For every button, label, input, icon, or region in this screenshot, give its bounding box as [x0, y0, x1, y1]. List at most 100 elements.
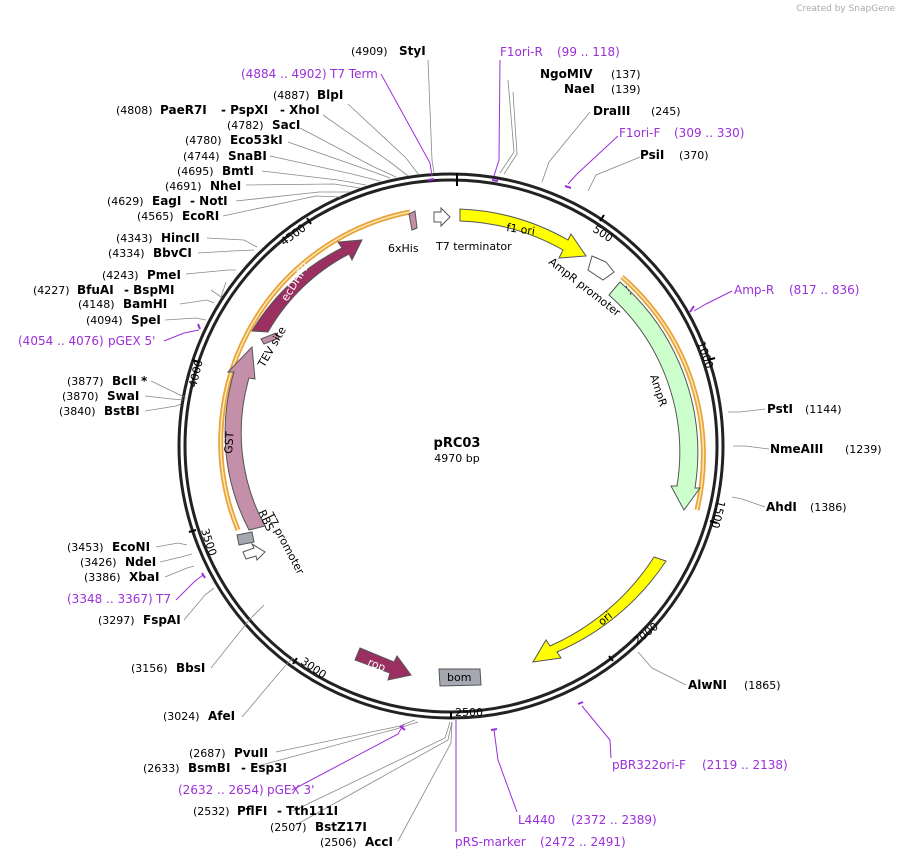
enzyme-saci[interactable]: SacI: [272, 118, 300, 132]
tick-1000: 1000: [694, 340, 716, 371]
primer-range-amp-r: (817 .. 836): [789, 283, 859, 297]
enzyme-psii[interactable]: PsiI: [640, 148, 664, 162]
ampr-promoter-feature[interactable]: [587, 255, 615, 281]
enzyme-hincii[interactable]: HincII: [161, 231, 200, 245]
enzyme-nhei[interactable]: NheI: [210, 179, 241, 193]
primer-range-pgex-3: (2632 .. 2654): [178, 783, 264, 797]
enzyme-esp3i[interactable]: - Esp3I: [241, 761, 287, 775]
enzyme-bbsi[interactable]: BbsI: [176, 661, 205, 675]
enzyme-pos-fspai: (3297): [98, 614, 135, 627]
enzyme-econi[interactable]: EcoNI: [112, 540, 150, 554]
primer-t7-term[interactable]: T7 Term: [329, 67, 378, 81]
enzyme-bstbi[interactable]: BstBI: [104, 404, 140, 418]
enzyme-pos-bstz17i: (2507): [270, 821, 307, 834]
enzyme-ngomiv[interactable]: NgoMIV: [540, 67, 593, 81]
enzyme-pos-bbsi: (3156): [131, 662, 168, 675]
primer-t7[interactable]: T7: [155, 592, 171, 606]
enzyme-blpi[interactable]: BlpI: [317, 88, 343, 102]
enzyme-pflfi[interactable]: PflFI: [237, 804, 267, 818]
enzyme-spei[interactable]: SpeI: [131, 313, 161, 327]
primer-pbr322ori-f[interactable]: pBR322ori-F: [612, 758, 686, 772]
enzyme-ahdi[interactable]: AhdI: [766, 500, 797, 514]
primer-range-pgex-5: (4054 .. 4076): [18, 334, 104, 348]
enzyme-pvuii[interactable]: PvuII: [234, 746, 268, 760]
primer-l4440[interactable]: L4440: [518, 813, 555, 827]
enzyme-bsmbi[interactable]: BsmBI: [188, 761, 230, 775]
enzyme-bspmi[interactable]: - BspMI: [124, 283, 174, 297]
enzyme-pos-hincii: (4343): [116, 232, 153, 245]
enzyme-draiii[interactable]: DraIII: [593, 104, 630, 118]
enzyme-styi[interactable]: StyI: [399, 44, 426, 58]
enzyme-fspai[interactable]: FspAI: [143, 613, 181, 627]
enzyme-pspxi[interactable]: - PspXI: [221, 103, 268, 117]
primer-f1ori-r[interactable]: F1ori-R: [500, 45, 543, 59]
enzyme-pos-saci: (4782): [227, 119, 264, 132]
enzyme-pos-blpi: (4887): [273, 89, 310, 102]
rop-label: rop: [366, 656, 388, 675]
primer-pgex-5[interactable]: pGEX 5': [108, 334, 155, 348]
enzyme-acci[interactable]: AccI: [365, 835, 393, 849]
bom-feature[interactable]: [438, 668, 482, 687]
tick-4000: 4000: [186, 358, 205, 388]
enzyme-pos-econi: (3453): [67, 541, 104, 554]
enzyme-pos-ahdi: (1386): [810, 501, 847, 514]
enzyme-eco53ki[interactable]: Eco53kI: [230, 133, 283, 147]
enzyme-alwni[interactable]: AlwNI: [688, 678, 727, 692]
plasmid-size: 4970 bp: [434, 452, 479, 465]
enzyme-xbai[interactable]: XbaI: [129, 570, 159, 584]
enzyme-pos-ngomiv: (137): [611, 68, 641, 81]
enzyme-bstz17i[interactable]: BstZ17I: [315, 820, 367, 834]
enzyme-noti[interactable]: - NotI: [190, 194, 228, 208]
enzyme-nmeaiii[interactable]: NmeAIII: [770, 442, 823, 456]
enzyme-pos-bamhi: (4148): [78, 298, 115, 311]
tev-site-feature[interactable]: [260, 332, 280, 345]
enzyme-bbvci[interactable]: BbvCI: [153, 246, 192, 260]
his-tag-feature[interactable]: [408, 210, 418, 231]
enzyme-pos-nmeaiii: (1239): [845, 443, 882, 456]
plasmid-name: pRC03: [434, 436, 481, 451]
f1-ori-feature[interactable]: [459, 208, 587, 259]
rbs-feature[interactable]: [236, 531, 255, 546]
tick-2500: 2500: [455, 706, 483, 719]
enzyme-xhoi[interactable]: - XhoI: [280, 103, 320, 117]
t7-promoter-feature[interactable]: [242, 542, 266, 561]
enzyme-pos-bstbi: (3840): [59, 405, 96, 418]
enzyme-pos-acci: (2506): [320, 836, 357, 849]
primer-amp-r[interactable]: Amp-R: [734, 283, 774, 297]
primer-pgex-3[interactable]: pGEX 3': [267, 783, 314, 797]
primer-range-f1ori-f: (309 .. 330): [674, 126, 744, 140]
enzyme-eagi[interactable]: EagI: [152, 194, 181, 208]
enzyme-pos-afei: (3024): [163, 710, 200, 723]
enzyme-pos-bmti: (4695): [177, 165, 214, 178]
rop-feature[interactable]: [354, 647, 412, 681]
enzyme-pos-eagi: (4629): [107, 195, 144, 208]
gst-feature[interactable]: [224, 345, 266, 531]
enzyme-naei[interactable]: NaeI: [564, 82, 595, 96]
enzyme-bamhi[interactable]: BamHI: [123, 297, 167, 311]
enzyme-pos-bbvci: (4334): [108, 247, 145, 260]
primer-f1ori-f[interactable]: F1ori-F: [619, 126, 660, 140]
enzyme-pmei[interactable]: PmeI: [147, 268, 181, 282]
ampr-feature[interactable]: [608, 281, 701, 511]
tick-labels: 500 1000 1500 2000 2500 3000 3500 4000 4…: [186, 221, 727, 719]
enzyme-ecori[interactable]: EcoRI: [182, 209, 219, 223]
enzyme-bfuai[interactable]: BfuAI: [77, 283, 114, 297]
enzyme-bmti[interactable]: BmtI: [222, 164, 254, 178]
ecdhfr-feature[interactable]: [251, 239, 363, 333]
primer-prs-marker[interactable]: pRS-marker: [455, 835, 526, 849]
t7-terminator-feature[interactable]: [433, 206, 451, 228]
ori-feature[interactable]: [532, 556, 667, 663]
enzyme-swai[interactable]: SwaI: [107, 389, 139, 403]
enzyme-pos-snabi: (4744): [183, 150, 220, 163]
enzyme-leader-lines: [144, 59, 770, 842]
enzyme-afei[interactable]: AfeI: [208, 709, 235, 723]
enzyme-snabi[interactable]: SnaBI: [228, 149, 267, 163]
enzyme-paer7i[interactable]: PaeR7I: [160, 103, 207, 117]
enzyme-bcli[interactable]: BclI *: [112, 374, 148, 388]
enzyme-pos-nhei: (4691): [165, 180, 202, 193]
enzyme-psti[interactable]: PstI: [767, 402, 793, 416]
enzyme-pos-swai: (3870): [62, 390, 99, 403]
enzyme-tth111i[interactable]: - Tth111I: [277, 804, 338, 818]
enzyme-ndei[interactable]: NdeI: [125, 555, 156, 569]
